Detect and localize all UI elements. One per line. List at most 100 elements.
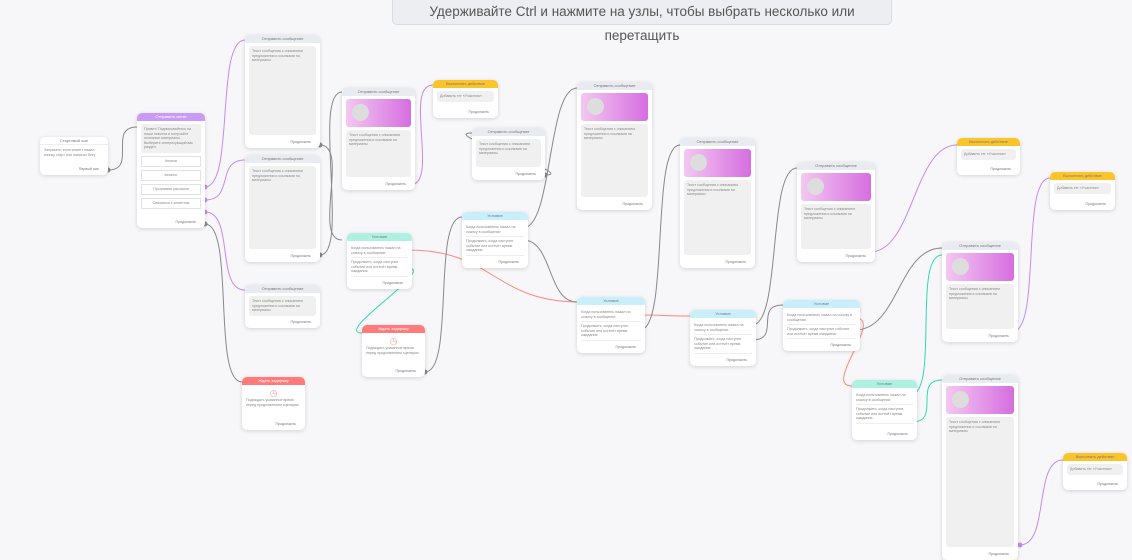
message-image — [946, 386, 1014, 414]
node-header: Отправить сообщение — [472, 128, 545, 136]
condition-text: Когда пользователь нажал на ссылку в соо… — [581, 308, 641, 323]
connection-edge — [639, 144, 681, 331]
condition-text: Когда пользователь нажал на ссылку в соо… — [694, 321, 752, 336]
message-text: Текст сообщения с описанием предложения … — [946, 284, 1014, 329]
continue-label: Продолжить — [990, 167, 1011, 172]
node-body: Текст сообщения с описанием предложения … — [577, 90, 652, 201]
node-body: Когда пользователь нажал на ссылку в соо… — [783, 308, 860, 342]
connection-edge — [1019, 459, 1064, 546]
continue-label: Продолжить — [726, 357, 747, 362]
node-body: Текст сообщения с описанием предложения … — [472, 136, 545, 171]
action-text: Добавить тег «Участник» — [437, 91, 494, 102]
menu-button[interactable]: Программа рассылки — [141, 183, 201, 195]
continue-label: Продолжить — [515, 172, 536, 177]
node-body: Текст сообщения с описанием предложения … — [245, 163, 320, 253]
start-text: Запускать, если клиент нажал кнопку стар… — [44, 148, 96, 157]
node-body: Привет! Подписывайтесь на наши новости и… — [137, 121, 205, 219]
node-header: Отправить сообщение — [245, 285, 320, 293]
condition-fallback: Продолжить, когда наступит событие или и… — [466, 237, 524, 256]
delay-node[interactable]: Ждать задержку◷Подождать указанное время… — [242, 377, 305, 430]
message-image — [581, 93, 648, 121]
connection-edge — [204, 39, 246, 188]
node-header: Отправить сообщение — [680, 138, 755, 146]
continue-label: Продолжить — [887, 432, 908, 437]
connection-edge — [204, 223, 243, 383]
connection-edge — [843, 317, 864, 387]
clock-icon: ◷ — [389, 336, 398, 346]
continue-label: Продолжить — [845, 254, 866, 259]
continue-label: Продолжить — [1097, 482, 1118, 487]
output-port[interactable] — [1017, 542, 1023, 548]
connection-edge — [869, 144, 958, 253]
node-body: Когда пользователь нажал на ссылку в соо… — [690, 318, 756, 357]
node-body: Добавить тег «Участник» — [433, 88, 498, 109]
message-text: Текст сообщения с описанием предложения … — [946, 417, 1014, 547]
continue-label: Первый шаг — [78, 167, 99, 172]
action-text: Добавить тег «Участник» — [1067, 464, 1123, 475]
node-header: Условие — [783, 300, 860, 308]
continue-label: Продолжить — [382, 280, 403, 285]
node-body: ◷Подождать указанное время перед продолж… — [362, 333, 425, 368]
connection-edge — [319, 91, 343, 256]
message-text: Текст сообщения с описанием предложения … — [249, 46, 316, 135]
node-body: Текст сообщения с описанием предложения … — [797, 170, 875, 253]
node-body: Текст сообщения с описанием предложения … — [245, 293, 320, 319]
message-text: Текст сообщения с описанием предложения … — [476, 139, 541, 167]
condition-fallback: Продолжить, когда наступит событие или и… — [351, 258, 408, 277]
continue-label: Продолжить — [988, 334, 1009, 339]
node-body: Запускать, если клиент нажал кнопку стар… — [40, 145, 108, 166]
connection-edge — [356, 267, 414, 334]
message-text: Текст сообщения с описанием предложения … — [581, 124, 648, 197]
node-header: Отправить сообщение — [942, 242, 1018, 250]
continue-label: Продолжить — [385, 182, 406, 187]
message-image — [346, 99, 411, 127]
menu-text: Привет! Подписывайтесь на наши новости и… — [141, 124, 201, 153]
message-text: Текст сообщения с описанием предложения … — [249, 166, 316, 249]
delay-node[interactable]: Ждать задержку◷Подождать указанное время… — [362, 325, 425, 377]
connection-edge — [639, 314, 691, 317]
message-text: Текст сообщения с описанием предложения … — [801, 204, 871, 249]
node-header: Условие — [690, 310, 756, 318]
continue-label: Продолжить — [830, 343, 851, 348]
continue-label: Продолжить — [1085, 202, 1106, 207]
delay-text: Подождать указанное время перед продолже… — [366, 346, 419, 355]
continue-label: Продолжить — [290, 320, 311, 325]
node-body: Когда пользователь нажал на ссылку в соо… — [852, 388, 917, 431]
node-body: Текст сообщения с описанием предложения … — [680, 146, 755, 259]
node-body: Текст сообщения с описанием предложения … — [245, 43, 320, 139]
node-body: Добавить тег «Участник» — [957, 146, 1020, 166]
condition-fallback: Продолжить, когда наступит событие или и… — [694, 335, 752, 354]
node-header: Отправить сообщение — [245, 35, 320, 43]
connection-edge — [204, 211, 246, 291]
clock-icon: ◷ — [269, 388, 278, 398]
connection-edge — [319, 144, 343, 241]
node-header: Выполнить действие — [957, 138, 1020, 146]
node-body: Когда пользователь нажал на ссылку в соо… — [347, 241, 412, 280]
menu-button[interactable]: Связаться с клиентом — [141, 197, 201, 209]
action-text: Добавить тег «Участник» — [961, 149, 1016, 160]
connection-edge — [854, 247, 943, 331]
menu-button[interactable]: Каталог — [141, 169, 201, 181]
